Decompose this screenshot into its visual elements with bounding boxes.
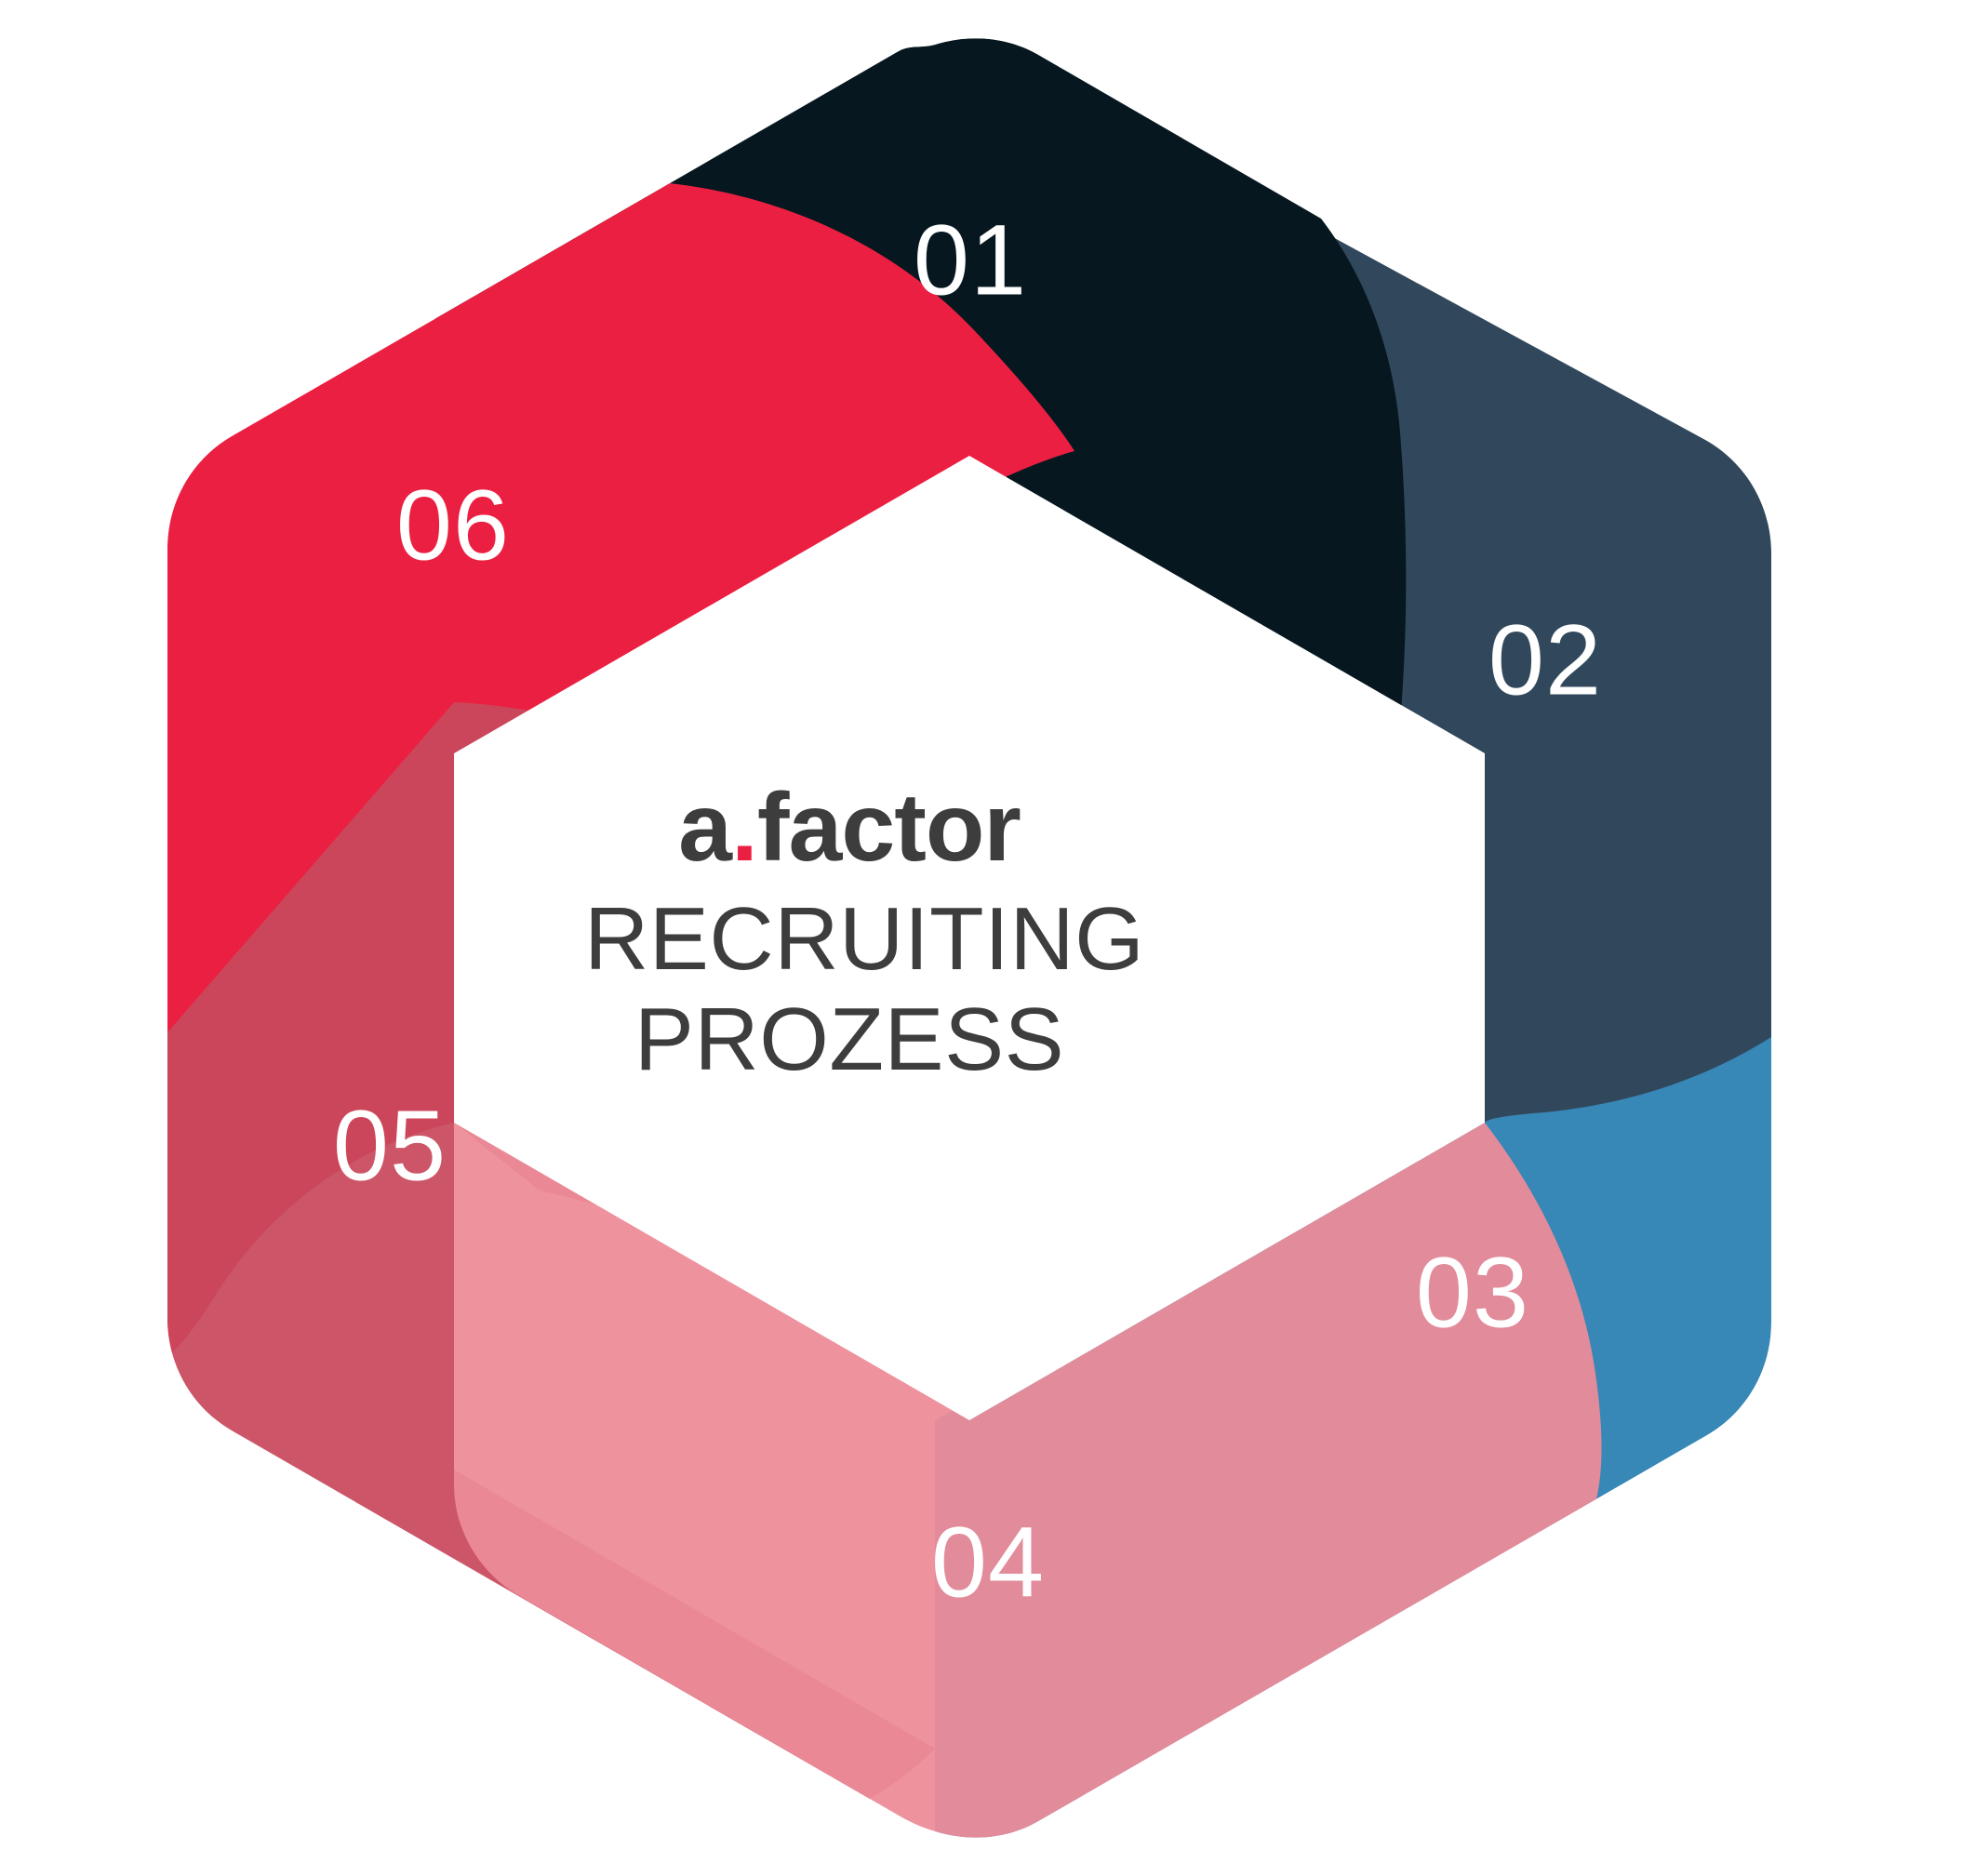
segment-04-number: 04 xyxy=(931,1506,1045,1618)
segment-06-number: 06 xyxy=(396,469,510,581)
segment-02-number: 02 xyxy=(1488,604,1602,716)
segment-03-number: 03 xyxy=(1416,1236,1529,1349)
segment-01-number: 01 xyxy=(914,204,1027,316)
segment-05-number: 05 xyxy=(333,1089,447,1202)
